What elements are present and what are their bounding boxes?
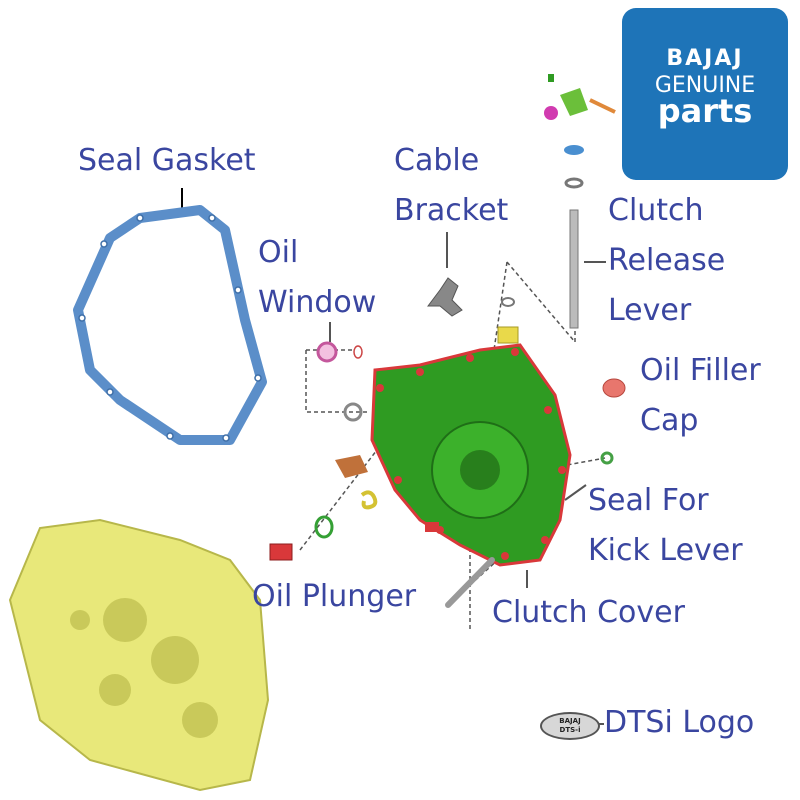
cable-bracket-shape bbox=[427, 277, 463, 317]
green-seal-ring bbox=[314, 515, 334, 539]
logo-parts-text: parts bbox=[657, 92, 753, 130]
label-seal-gasket: Seal Gasket bbox=[78, 143, 256, 178]
label-clutch-release-lever: Clutch Release Lever bbox=[608, 193, 726, 328]
brown-bracket bbox=[335, 455, 368, 478]
clutch-release-lever-shape bbox=[544, 74, 616, 329]
crankcase-shape bbox=[8, 518, 270, 792]
label-clutch-cover: Clutch Cover bbox=[492, 595, 685, 630]
label-oil-filler-cap: Oil Filler Cap bbox=[640, 353, 761, 438]
seal-kick-leader bbox=[564, 484, 587, 501]
label-oil-window: Oil Window bbox=[258, 235, 377, 320]
label-seal-for-kick-lever: Seal For Kick Lever bbox=[588, 483, 743, 568]
logo-genuine-text: GENUINE bbox=[654, 73, 756, 98]
label-dtsi-logo: DTSi Logo bbox=[604, 705, 755, 740]
yellow-bushing bbox=[497, 326, 519, 344]
seal-gasket-shape bbox=[73, 205, 267, 445]
oil-filler-cap-shape bbox=[602, 378, 626, 398]
oil-plunger-shape bbox=[269, 543, 293, 561]
bajaj-genuine-parts-logo: BAJAJ GENUINE parts bbox=[622, 8, 788, 180]
oil-window-parts bbox=[316, 341, 363, 422]
dtsi-badge-icon: BAJAJ DTS-i bbox=[540, 712, 600, 740]
yellow-spring bbox=[360, 490, 378, 510]
clutch-cover-shape bbox=[370, 343, 572, 567]
logo-brand-text: BAJAJ bbox=[666, 46, 744, 71]
bolt-shape bbox=[445, 557, 495, 608]
red-plug bbox=[425, 522, 439, 532]
seal-gasket-bolt-holes bbox=[78, 214, 262, 442]
label-oil-plunger: Oil Plunger bbox=[252, 579, 417, 614]
label-cable-bracket: Cable Bracket bbox=[394, 143, 509, 228]
kick-lever-seal-shape bbox=[600, 451, 614, 465]
top-washer bbox=[501, 297, 515, 307]
